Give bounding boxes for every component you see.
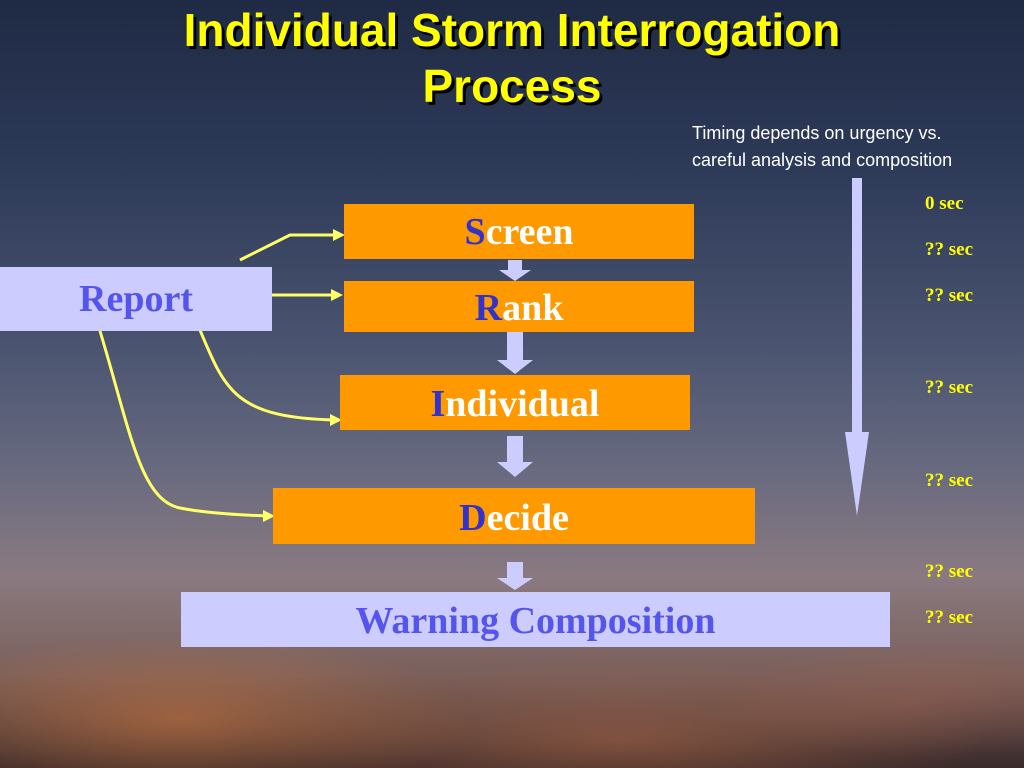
report-box: Report [0, 267, 272, 331]
arrowhead-screen [333, 229, 345, 241]
sec-label-extra-2: ?? sec [925, 607, 974, 628]
step-screen-lead: S [464, 211, 486, 253]
down-arrow-rank-individual [497, 332, 533, 374]
step-rank: Rank [344, 281, 694, 332]
slide-title: Individual Storm Interrogation Process [0, 2, 1024, 114]
arrowhead-decide [263, 510, 275, 522]
warning-composition-box: Warning Composition [181, 592, 890, 647]
step-individual: Individual [340, 375, 690, 430]
sec-label-decide: ?? sec [925, 377, 974, 398]
timing-note-line-2: careful analysis and composition [692, 150, 953, 170]
step-screen-rest: creen [485, 211, 574, 253]
arrowhead-rank [331, 289, 343, 301]
title-line-1: Individual Storm Interrogation [183, 4, 841, 56]
down-arrow-individual-decide [497, 436, 533, 477]
title-line-2: Process [422, 60, 602, 112]
sec-label-warning: ?? sec [925, 470, 974, 491]
timing-note-line-1: Timing depends on urgency vs. [692, 123, 942, 143]
timing-down-arrow [845, 178, 869, 516]
sec-label-rank: ?? sec [925, 239, 974, 260]
step-rank-lead: R [474, 287, 503, 329]
sec-label-individual: ?? sec [925, 285, 974, 306]
step-decide: Decide [273, 488, 755, 544]
sec-label-extra-1: ?? sec [925, 561, 974, 582]
report-label: Report [79, 278, 193, 320]
connector-to-individual [198, 329, 337, 422]
step-individual-rest: ndividual [445, 383, 600, 425]
connector-arrowheads [263, 229, 345, 522]
step-screen: Screen [344, 204, 694, 259]
arrowhead-individual [330, 414, 342, 426]
step-decide-rest: ecide [486, 497, 569, 539]
down-arrow-decide-warning [497, 562, 533, 590]
report-connectors [98, 233, 338, 518]
warning-composition-label: Warning Composition [355, 600, 716, 642]
down-arrow-screen-rank [499, 260, 531, 281]
step-individual-lead: I [430, 383, 446, 425]
connector-to-screen [239, 233, 338, 262]
sec-label-screen: 0 sec [925, 193, 964, 214]
connector-to-decide [98, 330, 269, 518]
step-decide-lead: D [459, 497, 487, 539]
step-rank-rest: ank [502, 287, 564, 329]
timing-note: Timing depends on urgency vs. careful an… [692, 120, 1022, 174]
